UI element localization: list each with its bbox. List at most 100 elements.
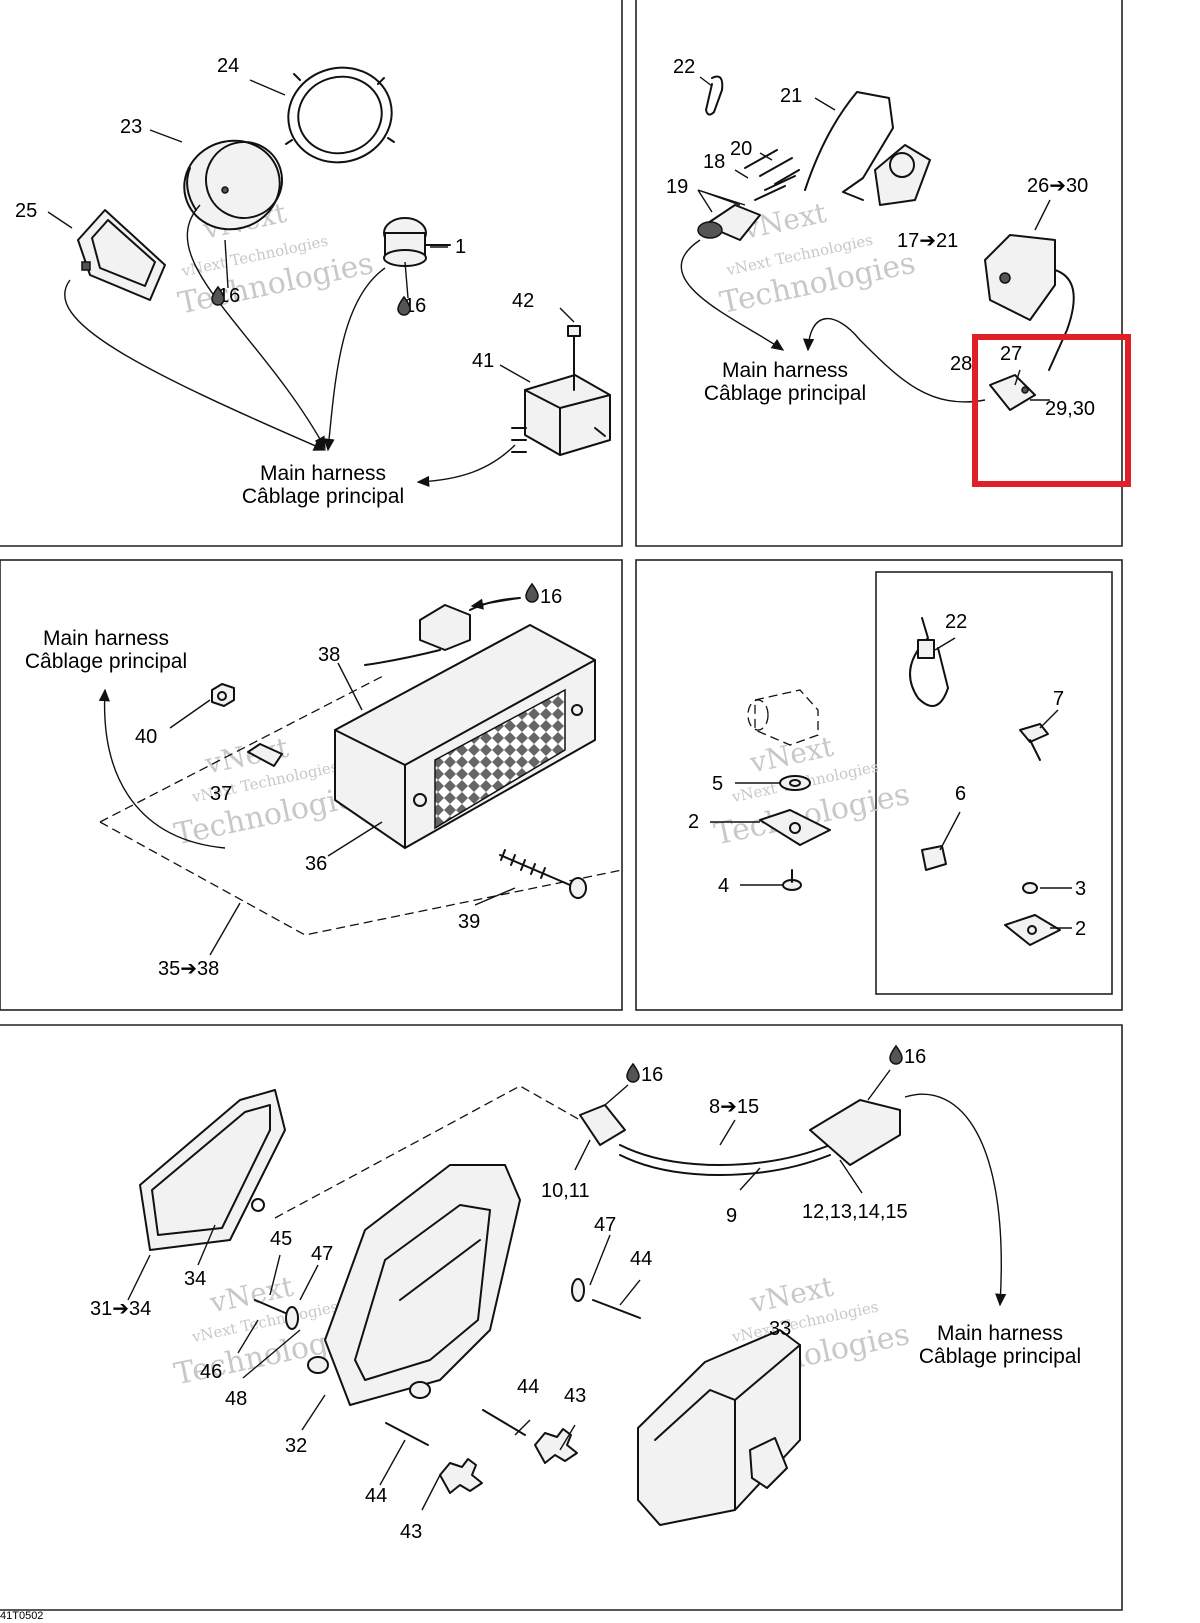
panel-top-left: 24 23 25 1 16 16 42 41 Main harness Câbl… xyxy=(15,55,611,508)
harness-label-en: Main harness xyxy=(43,627,169,650)
drop-icon xyxy=(626,1062,640,1083)
label-32: 32 xyxy=(285,1435,307,1457)
label-38: 38 xyxy=(318,644,340,666)
label-41: 41 xyxy=(472,350,494,372)
label-47: 47 xyxy=(594,1214,616,1236)
part-40-nut[interactable] xyxy=(211,683,235,707)
part-1-bulb-socket[interactable] xyxy=(383,217,451,267)
part-33-driving-light[interactable] xyxy=(637,1329,801,1526)
panel-mid-right: 22 7 5 2 6 4 3 2 xyxy=(688,611,1086,946)
label-33: 33 xyxy=(769,1318,791,1340)
label-48: 48 xyxy=(225,1388,247,1410)
diagram-code: 41T0502 xyxy=(0,1610,43,1622)
part-37-bulb[interactable] xyxy=(247,743,283,767)
harness-label-en: Main harness xyxy=(722,359,848,382)
label-43: 43 xyxy=(400,1521,422,1543)
panel-bottom: 16 16 8➔15 10,11 9 12,13,14,15 34 45 47 … xyxy=(90,1044,1081,1543)
label-oil-16: 16 xyxy=(540,586,562,608)
drop-icon xyxy=(889,1044,903,1065)
part-22-cable-tie[interactable] xyxy=(909,617,949,707)
part-7-screw[interactable] xyxy=(1019,723,1049,761)
label-21: 21 xyxy=(780,85,802,107)
label-35-38: 35➔38 xyxy=(158,958,219,980)
label-7: 7 xyxy=(1053,688,1064,710)
part-grommet-dashed xyxy=(747,689,819,746)
label-17-21: 17➔21 xyxy=(897,230,958,252)
label-22: 22 xyxy=(945,611,967,633)
part-41-relay[interactable] xyxy=(511,374,611,456)
part-9-harness[interactable] xyxy=(579,1099,901,1176)
harness-label-en: Main harness xyxy=(937,1322,1063,1345)
drop-icon xyxy=(397,295,411,316)
part-25-tail-lens[interactable] xyxy=(77,209,166,301)
highlight-box xyxy=(972,334,1131,487)
part-21-wire[interactable] xyxy=(804,91,894,201)
part-32-bracket[interactable] xyxy=(324,1164,521,1406)
label-3: 3 xyxy=(1075,878,1086,900)
label-6: 6 xyxy=(955,783,966,805)
drop-icon xyxy=(211,285,225,306)
label-26-30: 26➔30 xyxy=(1027,175,1088,197)
label-44: 44 xyxy=(630,1248,652,1270)
part-2-clip[interactable] xyxy=(1004,914,1061,946)
label-8-15: 8➔15 xyxy=(709,1096,759,1118)
label-40: 40 xyxy=(135,726,157,748)
part-42-bolt[interactable] xyxy=(567,325,581,391)
part-23-lamp-housing[interactable] xyxy=(174,130,290,240)
label-24: 24 xyxy=(217,55,239,77)
label-12-15: 12,13,14,15 xyxy=(802,1201,908,1223)
part-4-rivet[interactable] xyxy=(782,869,802,891)
label-19: 19 xyxy=(666,176,688,198)
label-1: 1 xyxy=(455,236,466,258)
label-37: 37 xyxy=(210,783,232,805)
part-26-30-grip-switch[interactable] xyxy=(984,234,1075,371)
part-6-clip[interactable] xyxy=(921,845,947,871)
panel-mid-left: 16 38 40 37 36 39 35➔38 Main harness Câb… xyxy=(25,582,623,980)
part-5-washer[interactable] xyxy=(779,775,811,791)
label-oil-16: 16 xyxy=(904,1046,926,1068)
part-44-bolts[interactable] xyxy=(254,1299,641,1446)
harness-label-fr: Câblage principal xyxy=(242,485,404,508)
label-44: 44 xyxy=(365,1485,387,1507)
label-42: 42 xyxy=(512,290,534,312)
part-18-20-pins[interactable] xyxy=(744,149,800,201)
part-2-clip[interactable] xyxy=(759,809,831,846)
drop-icon xyxy=(525,582,539,603)
part-19-connector[interactable] xyxy=(697,204,761,241)
label-4: 4 xyxy=(718,875,729,897)
label-23: 23 xyxy=(120,116,142,138)
part-43-knobs[interactable] xyxy=(439,1428,578,1494)
part-34-headlamp-lens[interactable] xyxy=(139,1089,286,1251)
label-22: 22 xyxy=(673,56,695,78)
part-24-bezel-ring[interactable] xyxy=(278,56,403,174)
harness-label-fr: Câblage principal xyxy=(919,1345,1081,1368)
part-22-tie-clip[interactable] xyxy=(705,75,724,116)
label-9: 9 xyxy=(726,1205,737,1227)
label-47: 47 xyxy=(311,1243,333,1265)
label-20: 20 xyxy=(730,138,752,160)
part-47-washer[interactable] xyxy=(285,1278,585,1330)
label-oil-16: 16 xyxy=(641,1064,663,1086)
part-48-spacer[interactable] xyxy=(307,1356,431,1399)
label-2: 2 xyxy=(688,811,699,833)
leaders-mid-left xyxy=(98,597,521,956)
part-3-screw[interactable] xyxy=(1022,882,1038,894)
part-36-tail-light-body[interactable] xyxy=(334,624,596,849)
part-39-screw[interactable] xyxy=(499,849,587,899)
panel-top-right: 22 21 20 18 19 17➔21 26➔30 27 28 29,30 M… xyxy=(666,56,1131,487)
label-2: 2 xyxy=(1075,918,1086,940)
leaders-top-right xyxy=(680,76,1051,403)
leaders-bottom xyxy=(127,1069,1007,1511)
label-46: 46 xyxy=(200,1361,222,1383)
label-18: 18 xyxy=(703,151,725,173)
label-29-30: 29,30 xyxy=(1045,398,1095,420)
label-39: 39 xyxy=(458,911,480,933)
part-29-30-connector[interactable] xyxy=(989,374,1036,411)
part-17-21-switch[interactable] xyxy=(874,144,931,206)
label-36: 36 xyxy=(305,853,327,875)
harness-label-fr: Câblage principal xyxy=(25,650,187,673)
label-10-11: 10,11 xyxy=(541,1180,590,1202)
label-34: 34 xyxy=(184,1268,206,1290)
label-25: 25 xyxy=(15,200,37,222)
